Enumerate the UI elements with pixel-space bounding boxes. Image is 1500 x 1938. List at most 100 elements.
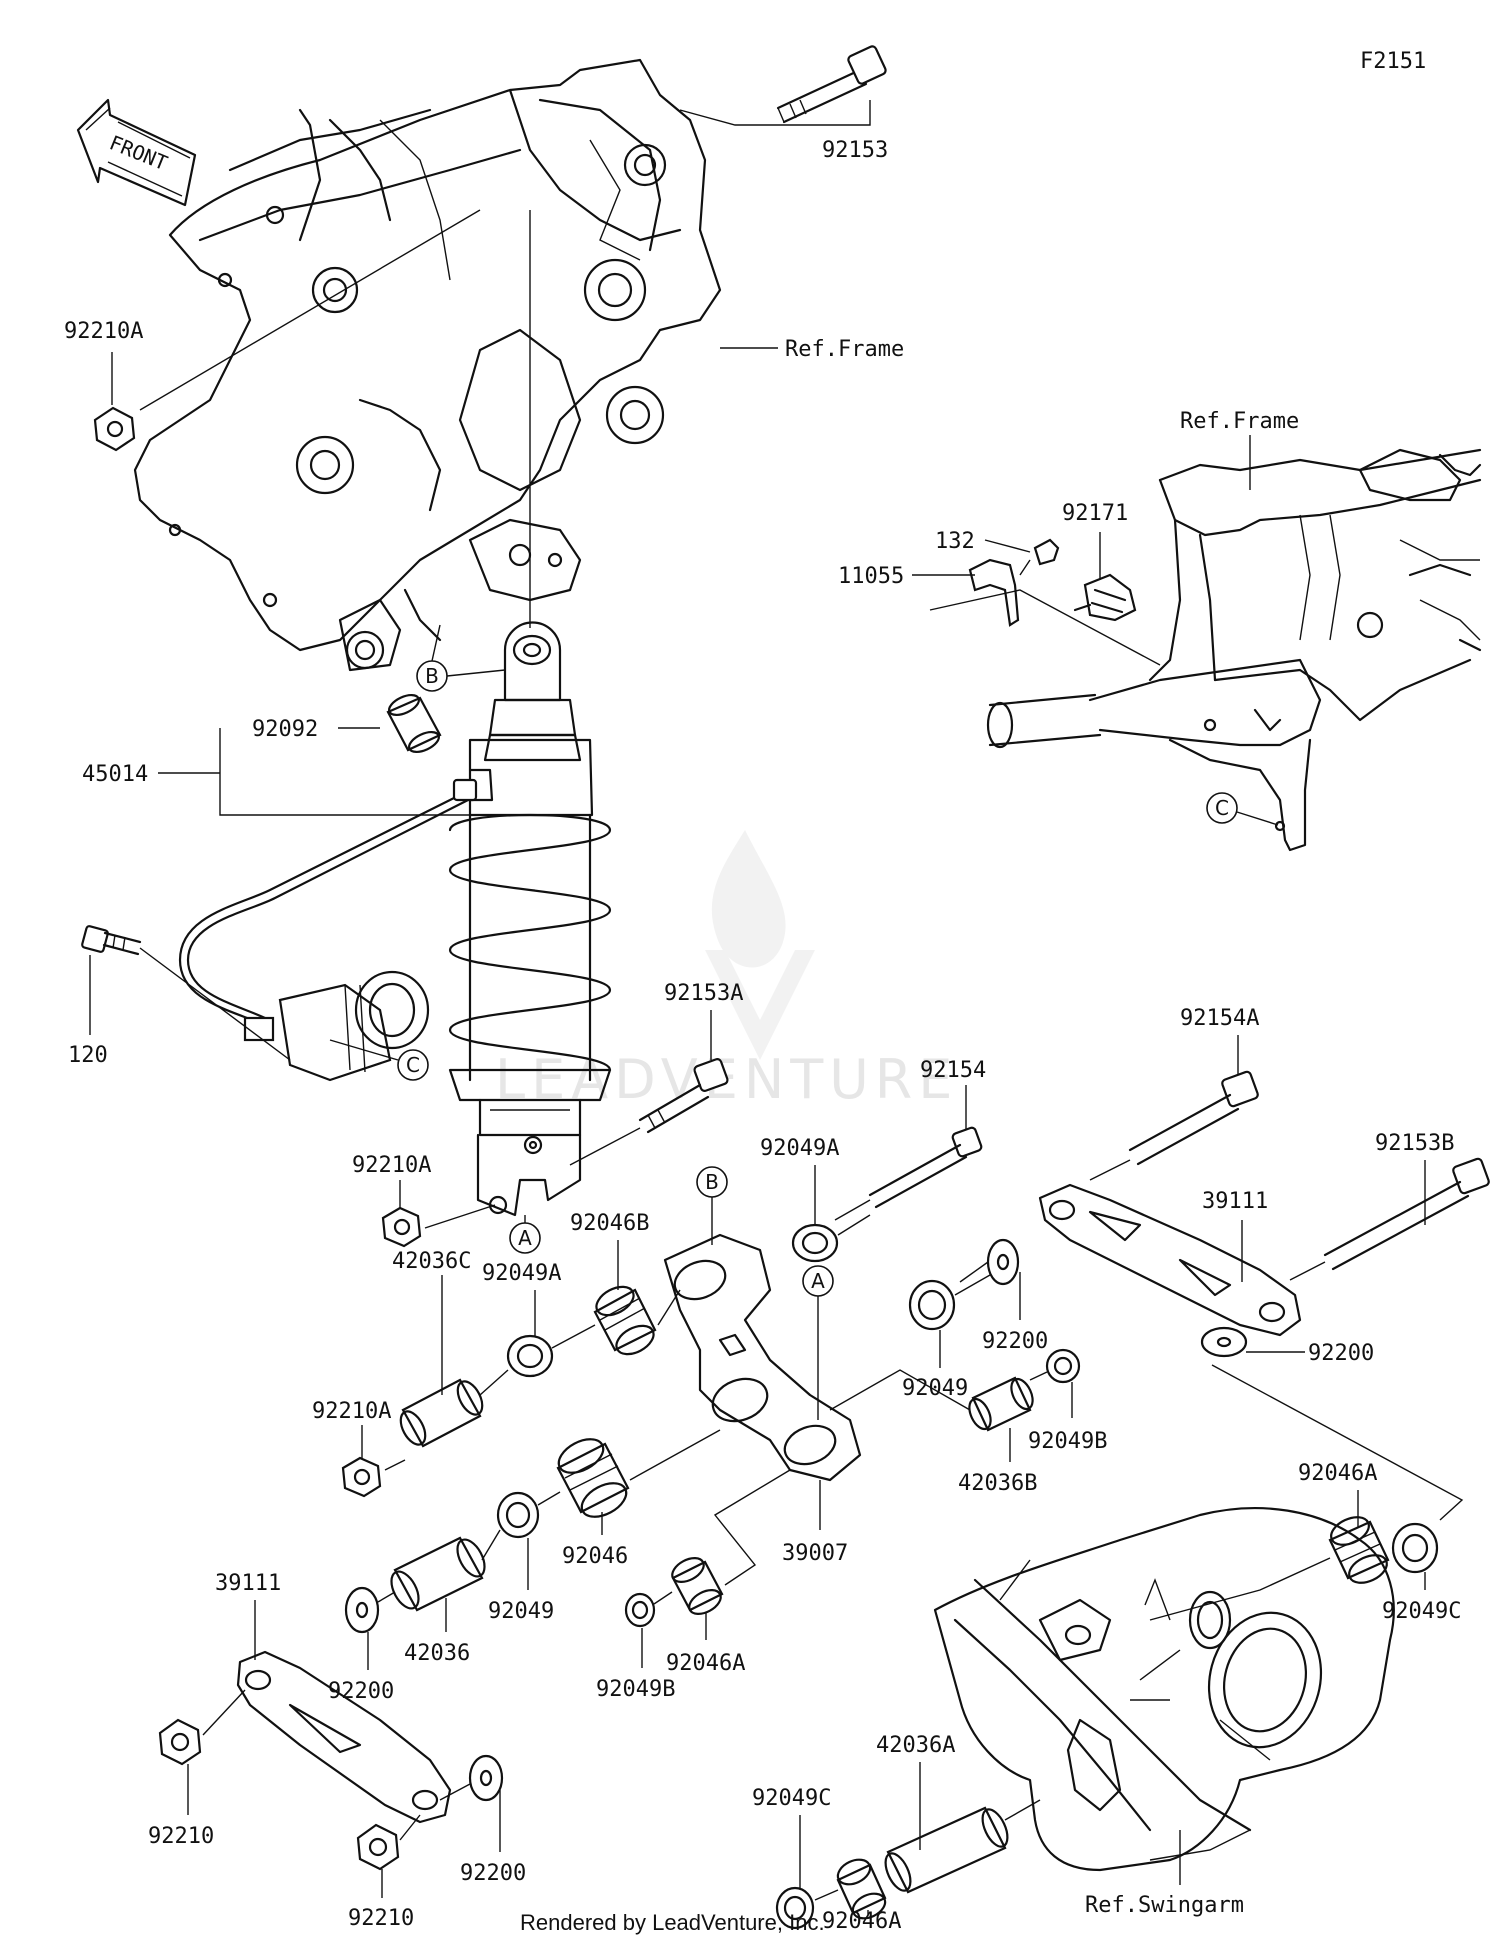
label-42036c: 42036C: [392, 1249, 471, 1274]
leader-callout-c-inset: [1236, 811, 1279, 826]
callout-b-frame-text: B: [425, 664, 439, 688]
line-92210a-mid: [424, 1204, 496, 1229]
nut-92210-top-icon: [158, 1718, 202, 1766]
leader-callout-b-frame: [431, 624, 441, 662]
label-92046a-low: 92046A: [822, 1909, 901, 1934]
callout-c-shock-text: C: [406, 1053, 420, 1077]
callout-b-rocker-text: B: [705, 1170, 719, 1194]
line-92154a: [1089, 1159, 1131, 1181]
label-92200-right: 92200: [1308, 1341, 1374, 1366]
label-92210a-mid: 92210A: [352, 1153, 431, 1178]
label-92210a-top: 92210A: [64, 319, 143, 344]
label-92154: 92154: [920, 1058, 986, 1083]
label-92200-mid: 92200: [982, 1329, 1048, 1354]
line-92049c-right: [1211, 1364, 1464, 1521]
label-ref-frame-main: Ref.Frame: [785, 337, 904, 362]
label-92049c-right: 92049C: [1382, 1599, 1461, 1624]
inset-frame-drawing: [986, 448, 1482, 852]
washer-92200-mid-icon: [986, 1238, 1020, 1286]
label-ref-frame-inset: Ref.Frame: [1180, 409, 1299, 434]
front-label: FRONT: [106, 130, 171, 175]
bolt-92154a-icon: [1128, 1070, 1259, 1166]
bolt-92153-icon: [776, 45, 887, 124]
swingarm-drawing: [933, 1507, 1395, 1872]
label-92049a-left: 92049A: [482, 1261, 561, 1286]
bushing-92092-icon: [386, 693, 442, 754]
label-92153: 92153: [822, 138, 888, 163]
leader-120: [139, 947, 291, 1061]
callout-c-shock: [397, 1049, 429, 1081]
callout-c-inset-text: C: [1215, 796, 1229, 820]
line-42036a: [1004, 1799, 1041, 1821]
line-92049b-right: [1029, 1371, 1048, 1381]
diagram-code: F2151: [1360, 49, 1426, 74]
seal-92049b-low-icon: [624, 1592, 656, 1628]
bearing-92046-icon: [556, 1438, 630, 1518]
line-92200-left: [377, 1591, 396, 1603]
line-92046: [629, 1429, 721, 1481]
clamp-92171-icon: [1073, 573, 1137, 622]
rocker-arm-39007: [663, 1233, 862, 1482]
line-92049b-low: [653, 1591, 673, 1605]
label-132: 132: [935, 529, 975, 554]
bearing-92046a-mid-icon: [671, 1556, 724, 1616]
seal-92049a-left-icon: [506, 1334, 554, 1378]
nut-92210-low-icon: [356, 1823, 400, 1871]
label-92153a: 92153A: [664, 981, 743, 1006]
leader-92153: [679, 100, 871, 126]
leader-132: [984, 539, 1031, 553]
line-42036: [481, 1529, 501, 1561]
callout-c-inset: [1206, 792, 1238, 824]
seal-92049c-right-icon: [1391, 1522, 1439, 1574]
label-11055: 11055: [838, 564, 904, 589]
line-92046b: [657, 1289, 681, 1326]
bolt-132-icon: [1019, 538, 1060, 576]
label-39111-left: 39111: [215, 1571, 281, 1596]
line-11055-to-frame: [929, 589, 1161, 666]
link-39111-left: [236, 1650, 452, 1824]
seal-92049a-right-icon: [791, 1223, 839, 1263]
line-92046a-right: [1149, 1557, 1331, 1621]
label-92200-low: 92200: [460, 1861, 526, 1886]
nut-92210a-mid-icon: [381, 1206, 422, 1248]
leader-callout-b-shock: [446, 669, 506, 677]
label-42036b: 42036B: [958, 1471, 1037, 1496]
bolt-92153b-icon: [1323, 1157, 1490, 1271]
label-92046b: 92046B: [570, 1211, 649, 1236]
label-ref-swingarm: Ref.Swingarm: [1085, 1893, 1244, 1918]
line-92210-top: [202, 1689, 246, 1736]
line-92153a-to-shock: [569, 1127, 641, 1166]
collar-42036a-icon: [884, 1806, 1009, 1894]
label-92210a-low: 92210A: [312, 1399, 391, 1424]
line-92046a-mid: [713, 1469, 791, 1586]
preload-adjuster-icon: [178, 778, 478, 1082]
line-92046a-low: [814, 1889, 839, 1901]
label-92092: 92092: [252, 717, 318, 742]
seal-92049-low-icon: [496, 1491, 540, 1539]
line-42036c: [479, 1369, 509, 1396]
bearing-92046a-low-icon: [836, 1858, 887, 1920]
line-92210a-to-frame: [139, 209, 481, 411]
washer-92200-low-icon: [468, 1754, 504, 1802]
callout-a-shock-text: A: [518, 1226, 532, 1250]
label-39111-right: 39111: [1202, 1189, 1268, 1214]
footer-credit: Rendered by LeadVenture, Inc.: [520, 1910, 825, 1935]
shock-absorber-45014: [448, 621, 612, 1217]
label-92049c-low: 92049C: [752, 1786, 831, 1811]
bolt-120-icon: [81, 925, 142, 956]
label-92049b-low: 92049B: [596, 1677, 675, 1702]
collar-42036b-icon: [968, 1376, 1034, 1432]
line-92200-mid: [959, 1261, 989, 1283]
label-42036a: 42036A: [876, 1733, 955, 1758]
line-92210a-low: [384, 1459, 406, 1471]
seal-92049c-low-icon: [775, 1886, 815, 1930]
link-39111-right: [1038, 1183, 1302, 1337]
label-45014: 45014: [82, 762, 148, 787]
bearing-92046b-icon: [593, 1285, 657, 1356]
label-92049: 92049: [902, 1376, 968, 1401]
bolt-92153a-icon: [638, 1058, 729, 1134]
watermark-logo: [705, 830, 815, 1060]
seal-92049-icon: [908, 1279, 956, 1331]
bolt-92154-icon: [868, 1126, 983, 1209]
line-92049a-right: [837, 1214, 871, 1236]
